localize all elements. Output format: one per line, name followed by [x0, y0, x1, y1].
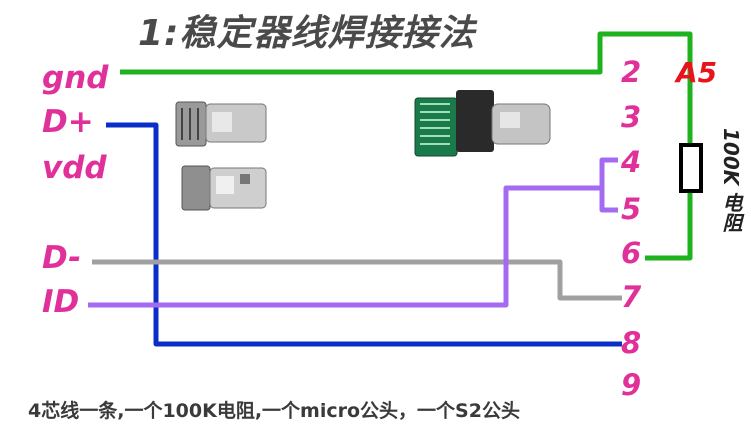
vdd-label: vdd — [42, 150, 107, 186]
pin-8-label: 8 — [621, 326, 642, 360]
micro-usb-connector-image-2 — [181, 165, 267, 211]
pin-6-label: 6 — [621, 236, 642, 270]
id-bridge-wire — [599, 157, 618, 213]
pin-4-label: 4 — [621, 145, 642, 179]
gnd-wire — [120, 31, 693, 150]
page-title: 1:稳定器线焊接接法 — [138, 13, 476, 54]
pin-5-label: 5 — [621, 192, 642, 226]
resistor-lead-bottom — [645, 190, 693, 261]
pin-3-label: 3 — [621, 100, 642, 134]
caption: 4芯线一条,一个100K电阻,一个micro公头，一个S2公头 — [28, 400, 520, 422]
resistor-symbol — [679, 143, 703, 193]
d-plus-wire — [106, 122, 622, 347]
gnd-label: gnd — [42, 60, 109, 96]
pin-2-label: 2 — [621, 55, 642, 89]
d-minus-wire — [92, 259, 622, 301]
micro-usb-connector-image-1 — [175, 101, 267, 147]
pin-7-label: 7 — [621, 280, 642, 314]
id-label: ID — [42, 284, 80, 320]
d-plus-label: D+ — [42, 104, 94, 140]
a5-label: A5 — [676, 56, 718, 89]
id-wire — [88, 185, 602, 308]
d-minus-label: D- — [42, 240, 82, 276]
pin-9-label: 9 — [621, 368, 642, 402]
resistor-label: 100K 电阻 — [719, 128, 743, 233]
s2-connector-image — [414, 90, 551, 157]
